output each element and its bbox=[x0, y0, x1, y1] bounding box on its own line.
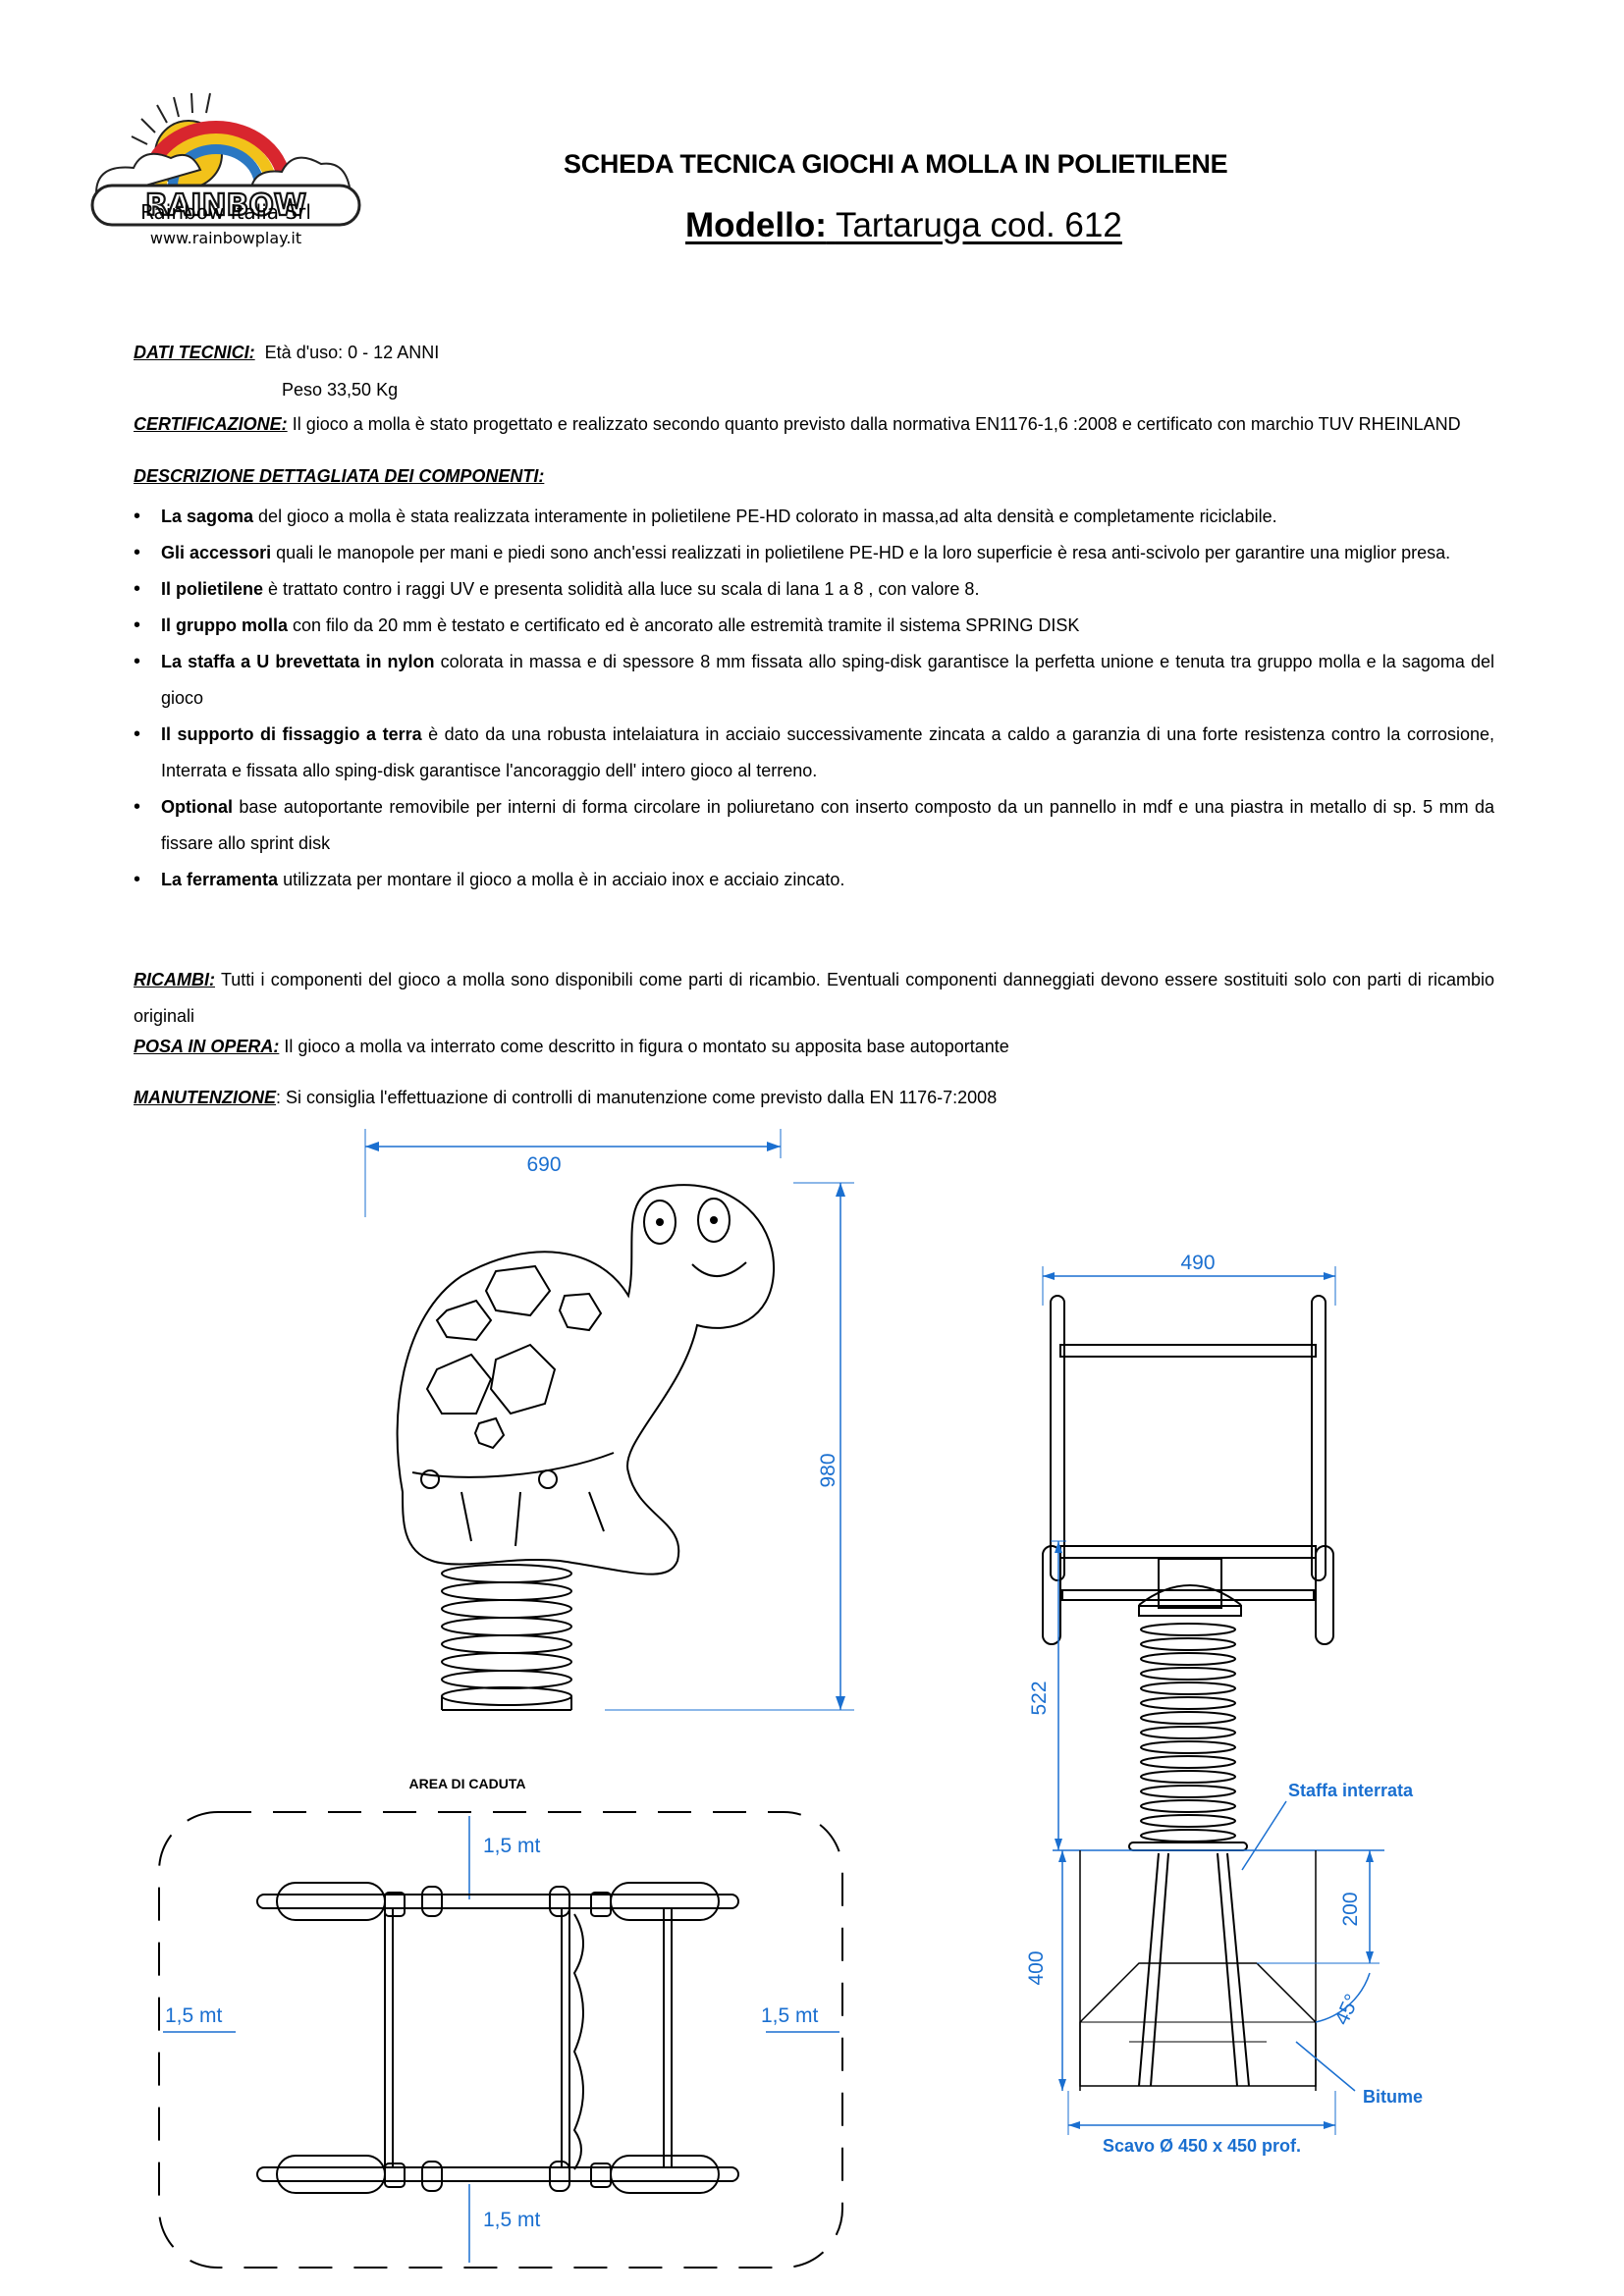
fall-bottom-label: 1,5 mt bbox=[483, 2209, 541, 2231]
spare-parts-paragraph: RICAMBI: Tutti i componenti del gioco a … bbox=[134, 962, 1494, 1035]
tech-data-row: DATI TECNICI: Età d'uso: 0 - 12 ANNI bbox=[134, 342, 439, 363]
spare-parts-text: Tutti i componenti del gioco a molla son… bbox=[134, 970, 1494, 1026]
fall-area-drawing: AREA DI CADUTA 1,5 mt 1,5 mt 1,5 mt 1,5 … bbox=[158, 1776, 843, 2269]
company-logo: RAINBOW bbox=[88, 83, 373, 255]
half-depth-dimension: 200 bbox=[1339, 1892, 1362, 1926]
list-item: Gli accessori quali le manopole per mani… bbox=[134, 535, 1494, 571]
tech-weight: Peso 33,50 Kg bbox=[282, 380, 399, 400]
list-item: La staffa a U brevettata in nylon colora… bbox=[134, 644, 1494, 717]
angle-label: 45° bbox=[1330, 1991, 1364, 2029]
side-width-dimension: 490 bbox=[1180, 1252, 1215, 1274]
list-item: Optional base autoportante removibile pe… bbox=[134, 789, 1494, 862]
list-item: Il gruppo molla con filo da 20 mm è test… bbox=[134, 608, 1494, 644]
tech-data-label: DATI TECNICI: bbox=[134, 343, 255, 362]
company-name: Rainbow Italia Srl bbox=[140, 200, 311, 224]
description-heading: DESCRIZIONE DETTAGLIATA DEI COMPONENTI: bbox=[134, 466, 545, 486]
list-item: La sagoma del gioco a molla è stata real… bbox=[134, 499, 1494, 535]
list-item: Il polietilene è trattato contro i raggi… bbox=[134, 571, 1494, 608]
component-list: La sagoma del gioco a molla è stata real… bbox=[134, 499, 1494, 898]
sun-rays bbox=[131, 92, 211, 145]
spring-front bbox=[441, 1564, 572, 1711]
maintenance-paragraph: MANUTENZIONE: Si consiglia l'effettuazio… bbox=[134, 1087, 997, 1108]
spring-dimension: 522 bbox=[1028, 1681, 1051, 1715]
maintenance-text: : Si consiglia l'effettuazione di contro… bbox=[276, 1088, 998, 1107]
spring-side bbox=[1140, 1623, 1236, 1842]
certification-label: CERTIFICAZIONE: bbox=[134, 414, 288, 434]
installation-text: Il gioco a molla va interrato come descr… bbox=[279, 1037, 1009, 1056]
model-line: Modello: Tartaruga cod. 612 bbox=[685, 206, 1122, 245]
front-view-drawing: 690 980 bbox=[364, 1129, 854, 1711]
fall-top-label: 1,5 mt bbox=[483, 1835, 541, 1857]
document-title: SCHEDA TECNICA GIOCHI A MOLLA IN POLIETI… bbox=[564, 149, 1228, 179]
width-dimension: 690 bbox=[526, 1153, 561, 1176]
height-dimension: 980 bbox=[817, 1453, 839, 1487]
bracket-note: Staffa interrata bbox=[1288, 1781, 1414, 1800]
plan-frame bbox=[256, 1882, 739, 2194]
list-item: La ferramenta utilizzata per montare il … bbox=[134, 862, 1494, 898]
model-label: Modello: bbox=[685, 206, 827, 244]
spare-parts-label: RICAMBI: bbox=[134, 970, 215, 989]
fall-left-label: 1,5 mt bbox=[165, 2004, 223, 2027]
dig-note: Scavo Ø 450 x 450 prof. bbox=[1103, 2136, 1301, 2156]
model-value: Tartaruga cod. 612 bbox=[835, 206, 1122, 244]
logo-word: RAINBOW bbox=[145, 188, 306, 223]
certification-paragraph: CERTIFICAZIONE: Il gioco a molla è stato… bbox=[134, 413, 1498, 435]
list-item: Il supporto di fissaggio a terra è dato … bbox=[134, 717, 1494, 789]
fall-right-label: 1,5 mt bbox=[761, 2004, 819, 2027]
tech-age: Età d'uso: 0 - 12 ANNI bbox=[264, 343, 440, 362]
fall-area-title: AREA DI CADUTA bbox=[409, 1776, 526, 1791]
ground-anchor bbox=[1079, 1852, 1317, 2087]
certification-text: Il gioco a molla è stato progettato e re… bbox=[292, 414, 1461, 434]
company-website[interactable]: www.rainbowplay.it bbox=[149, 229, 302, 247]
installation-paragraph: POSA IN OPERA: Il gioco a molla va inter… bbox=[134, 1036, 1009, 1057]
bitumen-note: Bitume bbox=[1363, 2087, 1423, 2107]
installation-label: POSA IN OPERA: bbox=[134, 1037, 280, 1056]
side-view-drawing: 490 bbox=[1025, 1252, 1423, 2156]
depth-dimension: 400 bbox=[1025, 1950, 1048, 1985]
maintenance-label: MANUTENZIONE bbox=[134, 1088, 276, 1107]
